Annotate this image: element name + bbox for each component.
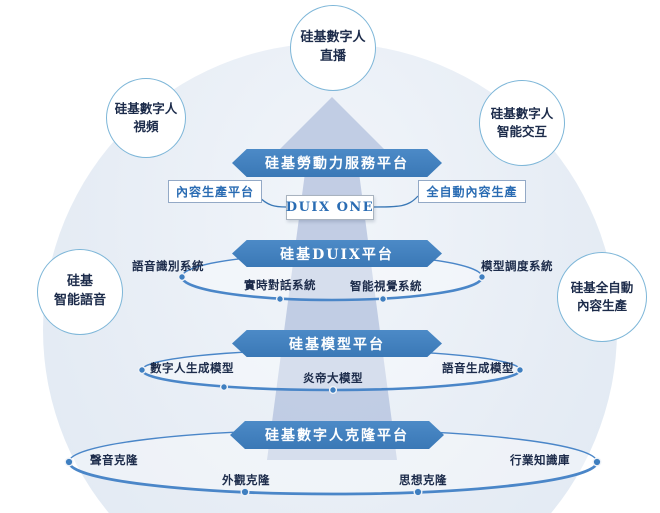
content-production-platform-label: 內容生產平台 [175,185,254,199]
auto-content-production-label: 全自動內容生產 [426,185,518,199]
circle-auto-content-line2: 內容生產 [576,298,627,313]
clone-components-ring-bottom-arc [67,461,599,496]
banner-model-label: 硅基模型平台 [289,336,385,353]
banner-duix-platform: 硅基DUIX平台 [232,240,442,267]
label-mind-clone: 思想克隆 [399,473,447,487]
label-intelligent-vision-system: 智能視覺系統 [350,279,422,293]
banner-duix-label: 硅基DUIX平台 [280,246,394,263]
circle-live-streaming: 硅基數字人 直播 [290,5,376,91]
circle-intelligent-speech: 硅基 智能語音 [37,249,123,335]
circle-auto-content-line1: 硅基全自動 [570,279,634,295]
banner-clone-platform: 硅基數字人克隆平台 [230,421,444,449]
duix-one-label: DUIX ONE [285,200,375,215]
label-voice-recognition-system: 語音識別系統 [132,259,204,273]
label-model-scheduling-system: 模型調度系統 [481,259,553,273]
circle-interaction-line1: 硅基數字人 [490,105,554,121]
banner-clone-label: 硅基數字人克隆平台 [265,428,409,444]
connector-left-to-duix-one [257,195,287,208]
content-production-platform-box: 內容生產平台 [168,180,262,203]
banner-labor-service-label: 硅基勞動力服務平台 [265,156,409,172]
label-realtime-dialogue-system: 實時對話系統 [244,278,316,292]
label-yandi-large-model: 炎帝大模型 [303,371,363,385]
label-voice-generation-model: 語音生成模型 [442,361,514,375]
circle-auto-content-production: 硅基全自動 內容生產 [557,252,647,342]
auto-content-production-box: 全自動內容生產 [418,180,526,203]
label-industry-knowledge-base: 行業知識庫 [510,453,570,467]
circle-intelligent-interaction: 硅基數字人 智能交互 [479,80,565,166]
circle-interaction-line2: 智能交互 [496,124,547,139]
circle-speech-line2: 智能語音 [53,293,106,308]
duix-systems-ring-bottom-arc [180,276,484,302]
upward-arrow [267,97,397,460]
banner-model-platform: 硅基模型平台 [232,330,442,357]
connector-right-to-duix-one [371,195,419,208]
circle-live-line1: 硅基數字人 [300,30,366,46]
label-appearance-clone: 外觀克隆 [222,473,270,487]
label-voice-clone: 聲音克隆 [90,453,138,467]
circle-video: 硅基數字人 視頻 [106,78,186,158]
label-digital-human-generation-model: 數字人生成模型 [150,361,234,375]
banner-labor-service-platform: 硅基勞動力服務平台 [232,149,442,177]
circle-video-line1: 硅基數字人 [114,100,178,116]
circle-speech-line1: 硅基 [66,274,93,290]
circle-live-line2: 直播 [319,49,346,64]
circle-video-line2: 視頻 [133,119,159,134]
duix-one-box: DUIX ONE [286,195,374,220]
ring-dots [64,272,602,497]
